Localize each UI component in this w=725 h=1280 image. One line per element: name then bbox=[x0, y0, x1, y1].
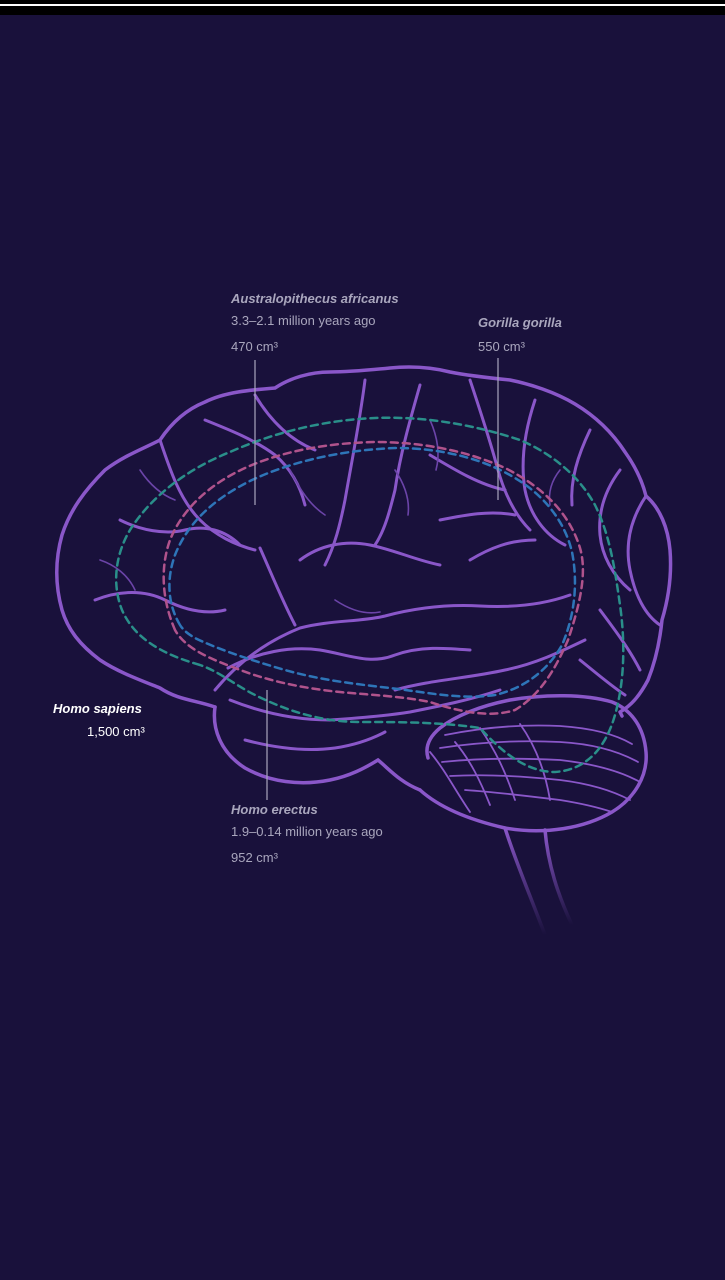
gorilla-volume: 550 cm³ bbox=[478, 339, 525, 354]
cerebellum-folia bbox=[429, 723, 641, 813]
brain-minor-sulci bbox=[99, 419, 561, 614]
homo-erectus-name: Homo erectus bbox=[231, 802, 318, 817]
callout-lines bbox=[254, 358, 499, 800]
australopithecus-volume: 470 cm³ bbox=[231, 339, 278, 354]
temporal-lobe-outline bbox=[212, 705, 422, 792]
gorilla-name: Gorilla gorilla bbox=[478, 315, 562, 330]
homo-erectus-volume: 952 cm³ bbox=[231, 850, 278, 865]
homo-sapiens-volume: 1,500 cm³ bbox=[87, 724, 145, 739]
cerebellum-outline bbox=[418, 693, 648, 833]
brain-stem-back bbox=[543, 828, 574, 927]
australopithecus-name: Australopithecus africanus bbox=[231, 291, 399, 306]
brain-stem bbox=[503, 826, 547, 937]
brain-outline bbox=[55, 365, 673, 718]
infographic-background bbox=[0, 15, 725, 1280]
gorilla-outline bbox=[162, 440, 585, 715]
top-divider-line bbox=[0, 4, 725, 6]
australopithecus-period: 3.3–2.1 million years ago bbox=[231, 313, 376, 328]
homo-sapiens-name: Homo sapiens bbox=[53, 701, 142, 716]
homo-erectus-period: 1.9–0.14 million years ago bbox=[231, 824, 383, 839]
australopithecus-outline bbox=[168, 446, 577, 698]
homo-erectus-outline bbox=[114, 416, 625, 774]
top-bar bbox=[0, 0, 725, 15]
